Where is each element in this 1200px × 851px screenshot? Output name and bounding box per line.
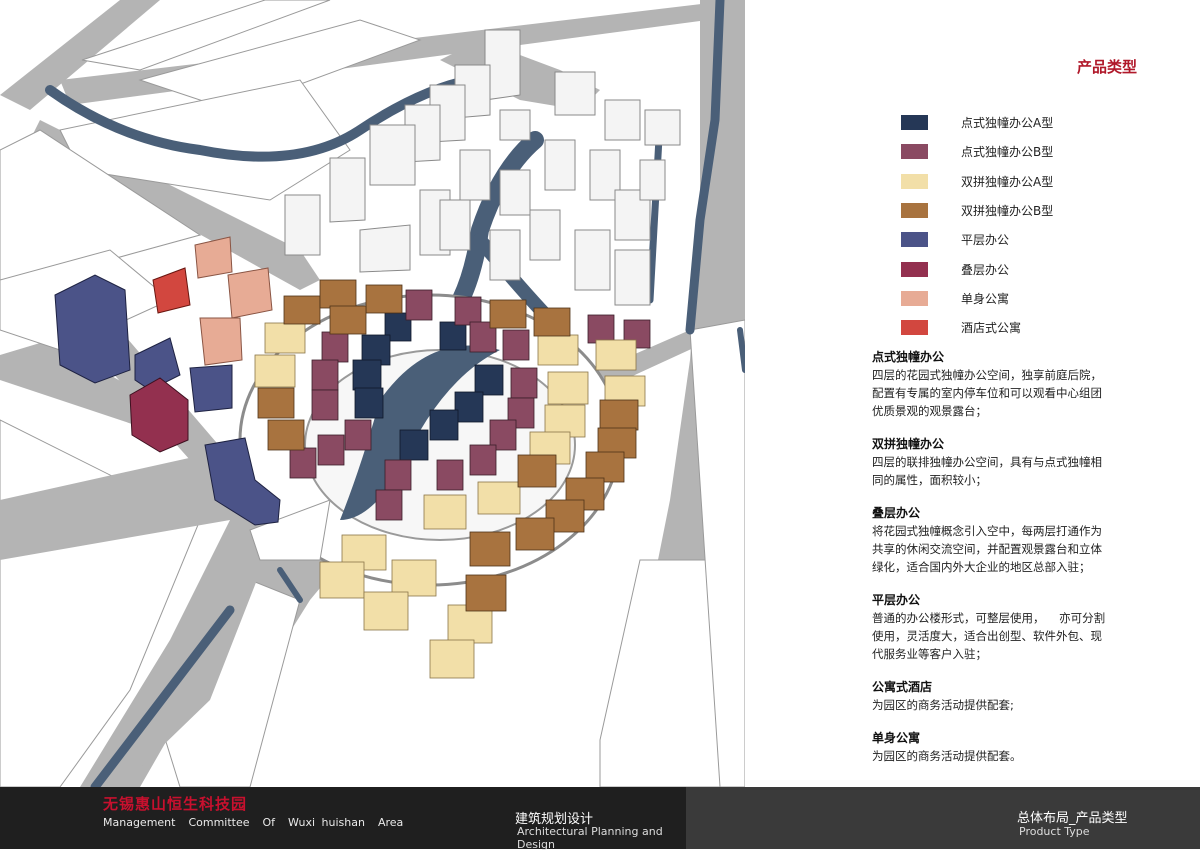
description-line: 四层的联排独幢办公空间，具有与点式独幢相 <box>872 455 1102 469</box>
description-line: 绿化，适合国内外大企业的地区总部入驻； <box>872 560 1091 574</box>
description-title: 平层办公 <box>872 593 921 607</box>
site-plan-image <box>0 0 745 787</box>
product-descriptions: 点式独幢办公 四层的花园式独幢办公空间，独享前庭后院， 配置有专属的室内停车位和… <box>872 348 1172 780</box>
legend-label: 叠层办公 <box>961 262 1010 277</box>
legend-label: 单身公寓 <box>961 291 1010 306</box>
semi-detached-office-A <box>254 322 646 679</box>
description-block: 叠层办公 将花园式独幢概念引入空中，每两层打通作为 共享的休闲交流空间，并配置观… <box>872 504 1172 576</box>
description-block: 点式独幢办公 四层的花园式独幢办公空间，独享前庭后院， 配置有专属的室内停车位和… <box>872 348 1172 420</box>
section-title-en: Architectural Planning and Design <box>517 825 663 851</box>
legend-swatch <box>901 203 928 219</box>
flat-office <box>54 274 281 526</box>
legend-item: 叠层办公 <box>901 254 1053 283</box>
description-title: 单身公寓 <box>872 731 921 745</box>
legend-label: 酒店式公寓 <box>961 321 1022 336</box>
description-line: 代服务业等客户入驻； <box>872 647 987 661</box>
legend-swatch <box>901 290 928 306</box>
page-title-cn: 总体布局_产品类型 <box>1017 811 1128 826</box>
footer-bar: 无锡惠山恒生科技园 Management Committee Of Wuxi h… <box>0 787 1200 851</box>
legend-label: 双拼独幢办公A型 <box>961 174 1054 189</box>
description-line: 为园区的商务活动提供配套。 <box>872 749 1022 763</box>
description-line: 配置有专属的室内停车位和可以观看中心组团 <box>872 386 1102 400</box>
page-title-en: Product Type <box>1019 825 1090 838</box>
legend-label: 双拼独幢办公B型 <box>961 204 1054 219</box>
description-line: 使用，灵活度大，适合出创型、软件外包、现 <box>872 629 1102 643</box>
description-title: 叠层办公 <box>872 506 921 520</box>
section-title-cn: 建筑规划设计 <box>515 812 594 827</box>
legend-item: 双拼独幢办公A型 <box>901 167 1053 196</box>
description-line: 普通的办公楼形式，可整层使用， 亦可分割 <box>872 611 1106 625</box>
existing-buildings <box>284 29 681 306</box>
legend-item: 平层办公 <box>901 225 1053 254</box>
description-line: 共享的休闲交流空间，并配置观景露台和立体 <box>872 542 1102 556</box>
point-office-B <box>289 289 651 521</box>
description-block: 双拼独幢办公 四层的联排独幢办公空间，具有与点式独幢相 同的属性，面积较小； <box>872 435 1172 489</box>
legend-item: 双拼独幢办公B型 <box>901 196 1053 225</box>
description-line: 优质景观的观景露台； <box>872 404 987 418</box>
legend-label: 点式独幢办公A型 <box>961 116 1054 131</box>
product-type-panel: 产品类型 点式独幢办公A型 点式独幢办公B型 双拼独幢办公A型 双拼独幢办公B型… <box>745 0 1200 787</box>
legend-swatch <box>901 320 928 336</box>
footer-left: 无锡惠山恒生科技园 Management Committee Of Wuxi h… <box>0 787 686 851</box>
description-block: 单身公寓 为园区的商务活动提供配套。 <box>872 729 1172 765</box>
stacked-office <box>129 377 189 453</box>
description-line: 为园区的商务活动提供配套; <box>872 698 1014 712</box>
project-name-en: Management Committee Of Wuxi huishan Are… <box>103 816 404 829</box>
point-office-A <box>352 312 504 461</box>
description-line: 四层的花园式独幢办公空间，独享前庭后院， <box>872 368 1102 382</box>
single-apartment <box>194 236 273 366</box>
legend-swatch <box>901 261 928 277</box>
semi-detached-office-B <box>257 279 639 612</box>
panel-title: 产品类型 <box>1077 58 1138 76</box>
project-name-cn: 无锡惠山恒生科技园 <box>103 795 248 813</box>
legend-swatch <box>901 232 928 248</box>
legend: 点式独幢办公A型 点式独幢办公B型 双拼独幢办公A型 双拼独幢办公B型 平层办公… <box>901 108 1053 342</box>
legend-swatch <box>901 144 928 160</box>
legend-label: 平层办公 <box>961 233 1010 248</box>
legend-item: 点式独幢办公A型 <box>901 108 1053 137</box>
main-road <box>0 440 300 787</box>
description-line: 同的属性，面积较小； <box>872 473 987 487</box>
description-title: 点式独幢办公 <box>872 350 945 364</box>
legend-item: 点式独幢办公B型 <box>901 137 1053 166</box>
legend-swatch <box>901 173 928 189</box>
legend-item: 酒店式公寓 <box>901 313 1053 342</box>
description-line: 将花园式独幢概念引入空中，每两层打通作为 <box>872 524 1102 538</box>
legend-item: 单身公寓 <box>901 284 1053 313</box>
footer-right: 总体布局_产品类型 Product Type <box>686 787 1200 849</box>
description-title: 公寓式酒店 <box>872 680 933 694</box>
description-block: 平层办公 普通的办公楼形式，可整层使用， 亦可分割 使用，灵活度大，适合出创型、… <box>872 591 1172 663</box>
description-block: 公寓式酒店 为园区的商务活动提供配套; <box>872 678 1172 714</box>
description-title: 双拼独幢办公 <box>872 437 945 451</box>
legend-swatch <box>901 115 928 131</box>
legend-label: 点式独幢办公B型 <box>961 145 1054 160</box>
hotel-apartment <box>152 267 191 314</box>
